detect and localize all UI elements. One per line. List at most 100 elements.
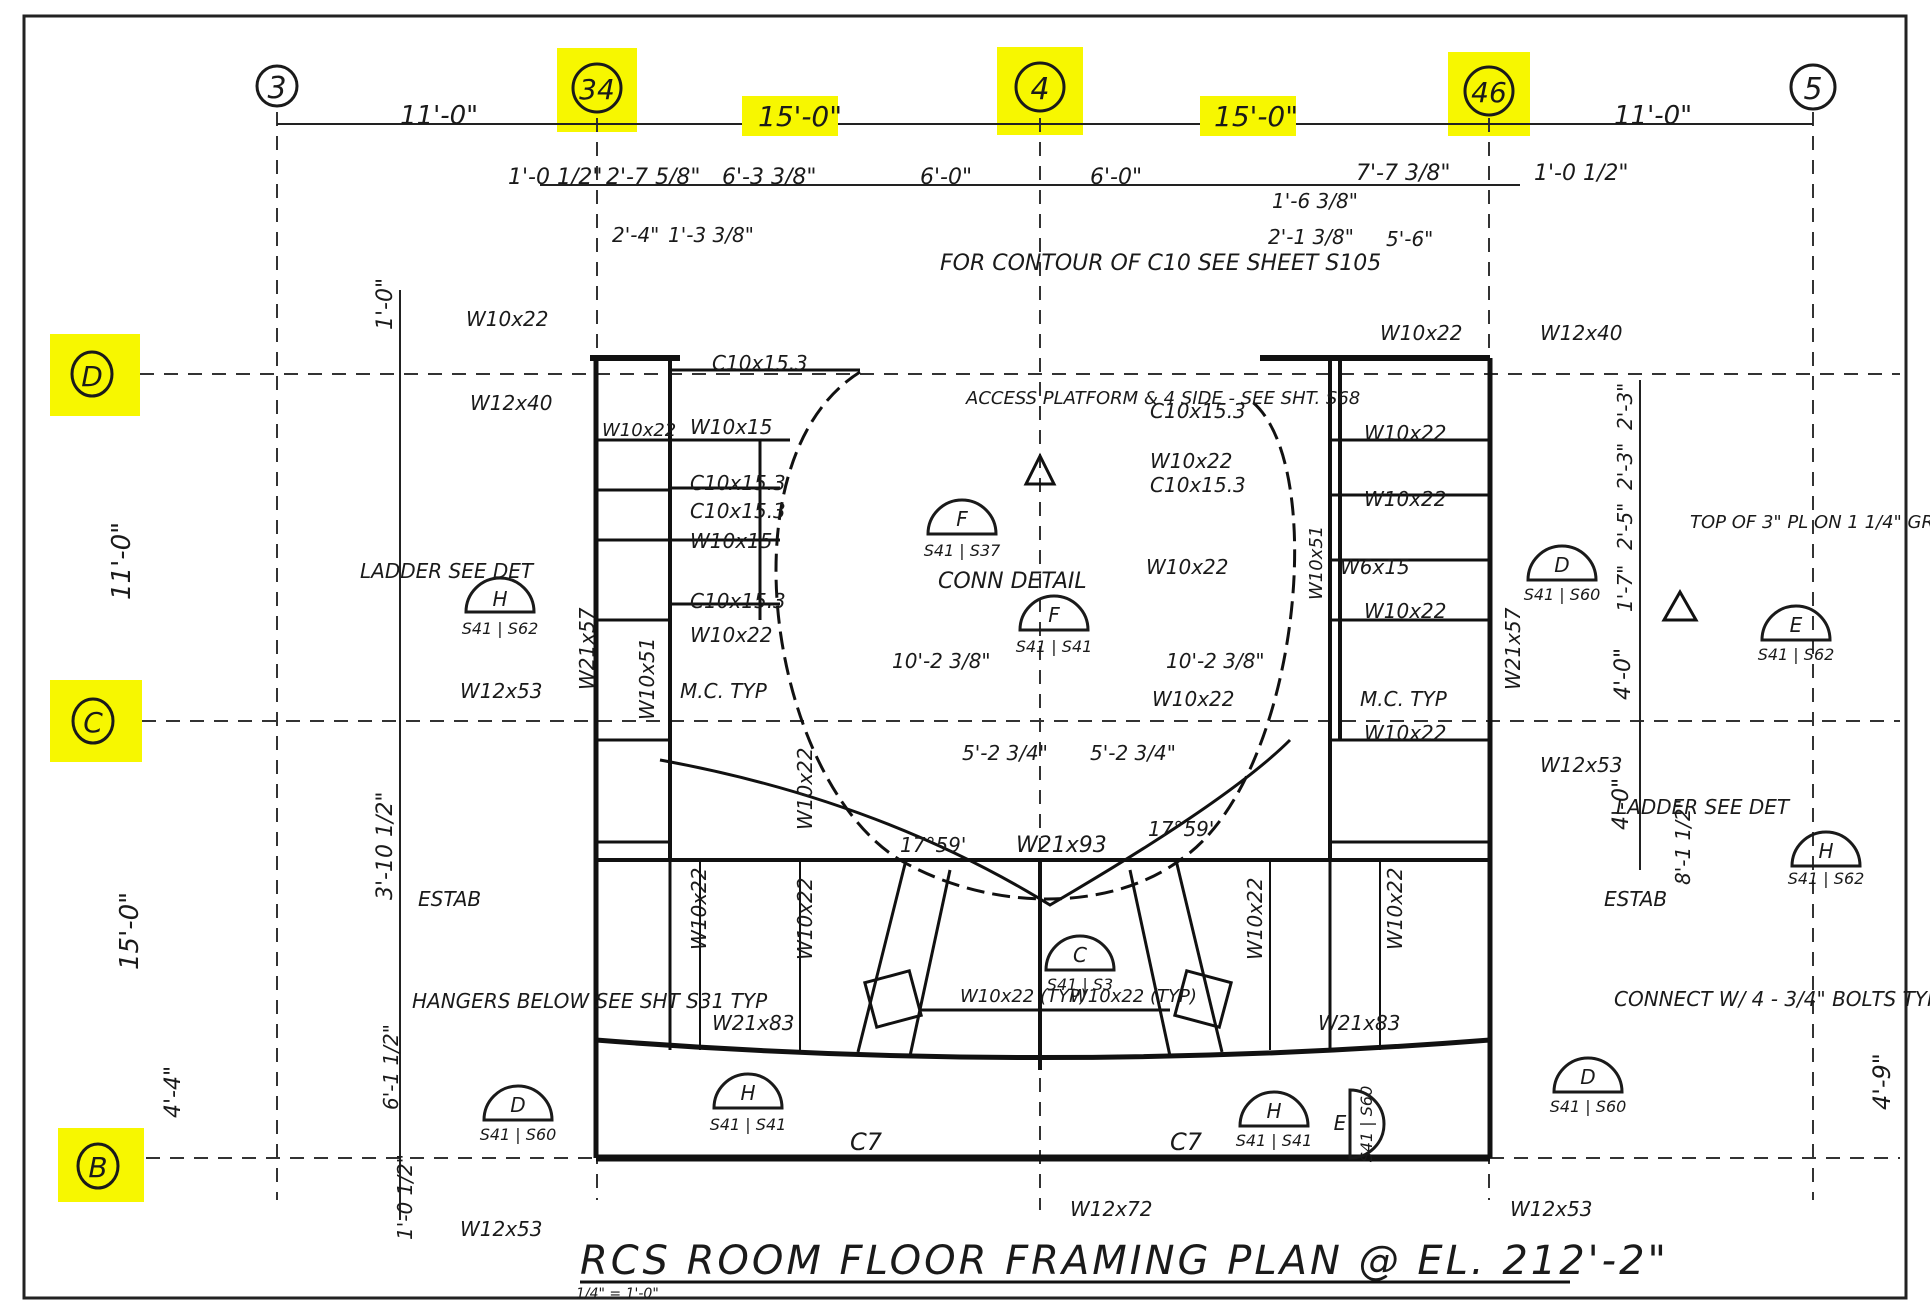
radius-label: 10'-2 3/8" (1166, 649, 1265, 673)
detail-callout-H-bottom-left: H S41 | S41 (710, 1072, 786, 1134)
svg-text:H: H (740, 1081, 755, 1105)
left-dim-6: 4'-4" (161, 1066, 186, 1118)
highlight-dim-15a (742, 96, 838, 136)
angle-label: 17°59' (900, 833, 966, 857)
svg-text:H: H (492, 587, 507, 611)
top-dimension-line (277, 123, 1813, 186)
detail-callout-H-bottom-center: H S41 | S41 (1236, 1090, 1313, 1150)
note-estab-right: ESTAB (1604, 887, 1667, 911)
right-dim-6: 4'-0" (1609, 778, 1634, 830)
detail-callout-H-left: H S41 | S62 (462, 576, 539, 638)
detail-callout-D-bottom-left: D S41 | S60 (480, 1084, 557, 1144)
svg-text:S41 | S41: S41 | S41 (1236, 1131, 1313, 1150)
member-label: C10x15.3 (690, 589, 786, 613)
right-dim-8: 4'-9" (1868, 1053, 1896, 1110)
sub-dim-5: 6'-0" (1090, 165, 1142, 190)
highlight-D (50, 334, 140, 416)
sub-dim-9: 1'-3 3/8" (668, 223, 754, 247)
sheet-border (22, 14, 1908, 1300)
member-label: C10x15.3 (690, 471, 786, 495)
svg-text:H: H (1266, 1099, 1281, 1123)
member-label: W12x72 (1070, 1197, 1153, 1221)
section-marker-icons (1023, 452, 1699, 622)
member-label: W21x83 (1318, 1011, 1401, 1035)
row-grid-C: C (50, 680, 142, 762)
drawing-title: RCS ROOM FLOOR FRAMING PLAN @ EL. 212'-2… (580, 1238, 1669, 1284)
member-label: W10x22 (1364, 721, 1447, 745)
reactor-opening (659, 370, 1297, 907)
svg-text:E: E (1790, 613, 1803, 637)
member-label: W21x57 (575, 607, 599, 690)
note-contour: FOR CONTOUR OF C10 SEE SHEET S105 (940, 251, 1381, 276)
svg-text:F: F (1048, 603, 1060, 627)
left-dim-2: 11'-0" (107, 522, 137, 600)
member-label: W21x93 (1016, 833, 1107, 858)
member-label: W10x22 (1380, 321, 1463, 345)
svg-text:S41 | S62: S41 | S62 (1758, 645, 1835, 664)
note-access-platform: ACCESS PLATFORM & 4 SIDE - SEE SHT. S68 (965, 388, 1360, 409)
grid-label-D: D (81, 360, 103, 393)
note-mc-typ-left: M.C. TYP (680, 679, 768, 703)
right-dim-3: 2'-5" (1613, 503, 1637, 550)
member-label: C7 (850, 1128, 883, 1156)
sub-dim-11: 2'-1 3/8" (1268, 225, 1354, 249)
detail-callout-D-bottom-right: D S41 | S60 (1550, 1056, 1626, 1116)
svg-text:S41 | S41: S41 | S41 (1016, 637, 1093, 656)
sub-dim-1: 1'-0 1/2" (508, 165, 603, 190)
right-dim-5: 4'-0" (1611, 648, 1636, 700)
highlight-dim-15b (1200, 96, 1296, 136)
member-label: W10x22 (793, 877, 817, 960)
sub-dim-3: 6'-3 3/8" (722, 165, 817, 190)
note-conn-detail: CONN DETAIL (938, 569, 1087, 594)
svg-text:H: H (1818, 839, 1833, 863)
sub-dim-10: 1'-6 3/8" (1272, 189, 1358, 213)
detail-callout-F-2: F S41 | S41 (1016, 594, 1093, 656)
highlight-B (58, 1128, 144, 1202)
note-top-of-plate: TOP OF 3" PL ON 1 1/4" GRATING EL 212'-2… (1690, 512, 1930, 533)
sub-dim-2: 2'-7 5/8" (606, 165, 701, 190)
member-label: W10x22 (602, 420, 676, 441)
svg-text:F: F (956, 507, 968, 531)
framing-members (590, 355, 1493, 1162)
member-label: W12x53 (460, 1217, 543, 1241)
member-label: C10x15.3 (1150, 399, 1246, 423)
member-label: W10x51 (635, 637, 659, 720)
grid-lines (140, 112, 1900, 1210)
note-mc-typ-right: M.C. TYP (1360, 687, 1448, 711)
row-grid-D: D (50, 334, 140, 416)
right-dim-7: 8'-1 1/2" (1671, 799, 1695, 885)
left-dim-4: 15'-0" (115, 892, 145, 970)
drawing-scale: 1/4" = 1'-0" (576, 1286, 659, 1302)
grid-label-4: 4 (1030, 72, 1049, 107)
note-connect: CONNECT W/ 4 - 3/4" BOLTS TYP 6 PLACES (1614, 987, 1930, 1011)
row-grid-B: B (58, 1128, 144, 1202)
radius-label: 5'-2 3/4" (1090, 741, 1176, 765)
member-label: W10x22 (466, 307, 549, 331)
member-label: W10x22 (1152, 687, 1235, 711)
member-label: W10x22 (1364, 421, 1447, 445)
detail-callout-E-right: E S41 | S62 (1758, 604, 1835, 664)
svg-text:S41 | S60: S41 | S60 (480, 1125, 557, 1144)
grid-label-34: 34 (579, 73, 615, 106)
left-dim-1: 1'-0" (373, 278, 398, 330)
member-label: W10x22 (1243, 877, 1267, 960)
detail-callout-C-center: C S41 | S3 (1044, 934, 1116, 994)
member-label: W10x22 (690, 623, 773, 647)
detail-callout-D-right: D S41 | S60 (1524, 544, 1600, 604)
grid-label-3: 3 (267, 71, 286, 106)
grid-label-B: B (88, 1151, 107, 1184)
member-label: W10x22 (1146, 555, 1229, 579)
svg-text:D: D (510, 1093, 525, 1117)
highlight-C (50, 680, 142, 762)
column-grid-5: 5 (1789, 63, 1837, 111)
svg-text:S41 | S37: S41 | S37 (924, 541, 1001, 560)
left-dim-3: 3'-10 1/2" (373, 792, 398, 901)
member-label: W6x15 (1340, 555, 1410, 579)
sub-dim-7: 1'-0 1/2" (1534, 161, 1629, 186)
member-label: W12x53 (460, 679, 543, 703)
right-dim-2: 2'-3" (1613, 443, 1637, 490)
radius-label: 10'-2 3/8" (892, 649, 991, 673)
svg-text:S41 | S62: S41 | S62 (462, 619, 539, 638)
member-label: W10x22 (1364, 487, 1447, 511)
member-label: W10x22 (1383, 867, 1407, 950)
